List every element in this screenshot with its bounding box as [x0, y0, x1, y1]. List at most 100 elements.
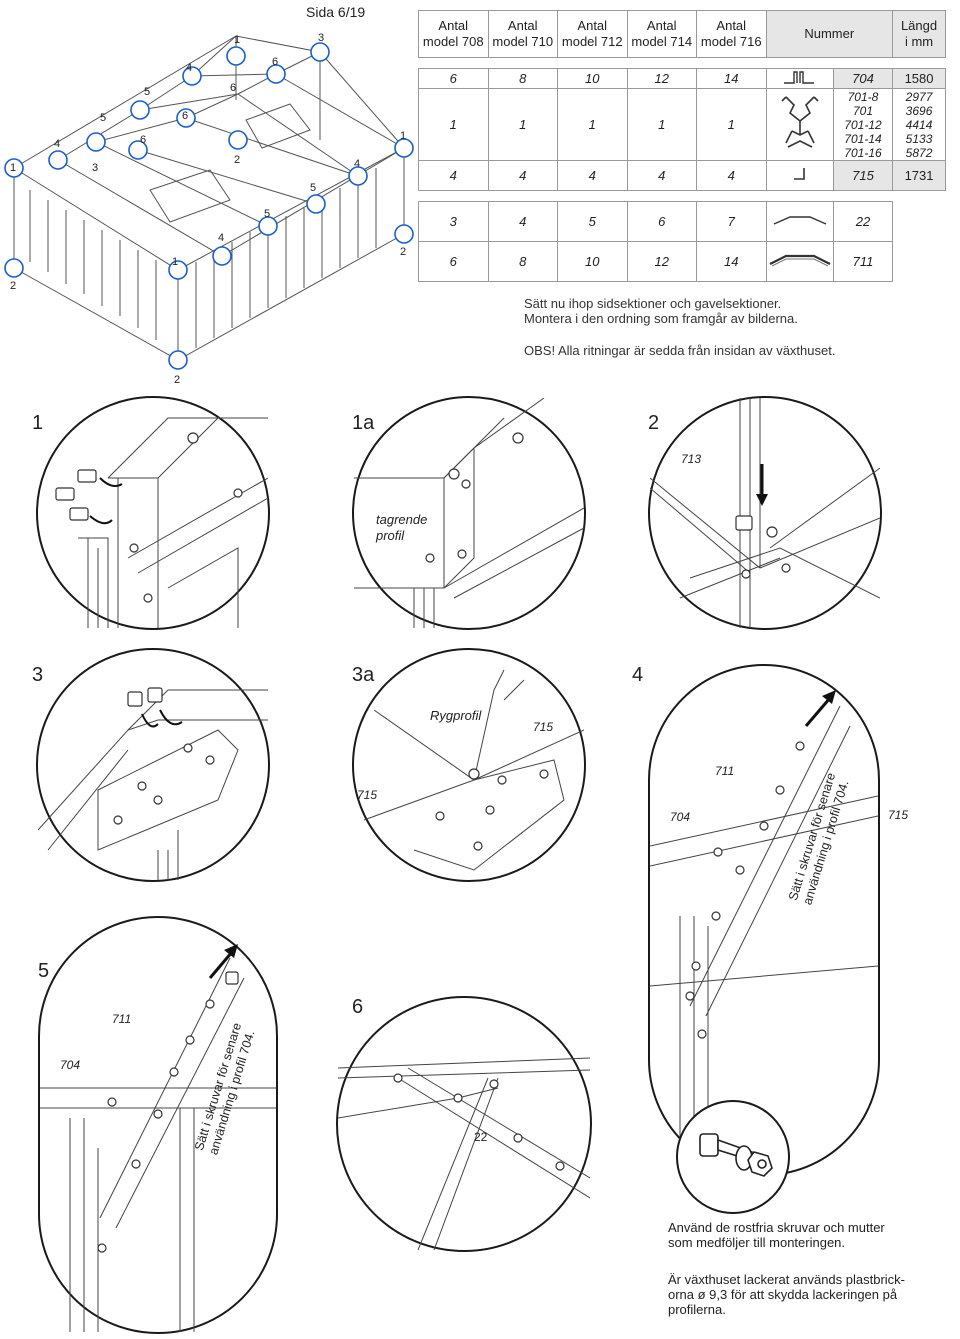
profile-711-icon [765, 241, 834, 282]
node-label: 1 [400, 130, 407, 142]
node-label: 4 [218, 232, 225, 244]
node-label: 5 [310, 182, 317, 194]
detail-drawing [337, 1057, 591, 1251]
label-715: 715 [533, 720, 554, 734]
count-cell: 7 [696, 201, 767, 242]
node-label: 1 [234, 34, 241, 46]
note-lacquer: Är växthuset lackerat används plastbrick… [668, 1272, 905, 1317]
node-label: 6 [272, 56, 279, 68]
detail-drawing [40, 944, 276, 1332]
label-22: 22 [474, 1130, 488, 1144]
detail-frame-5 [38, 916, 278, 1334]
detail-circle-6 [336, 996, 592, 1252]
node-label: 4 [354, 158, 361, 170]
node-label: 6 [230, 82, 237, 94]
node-label: 3 [92, 162, 99, 174]
profile-22-icon [765, 201, 834, 242]
node-label: 6 [182, 110, 189, 122]
label-rygprofil: Rygprofil [430, 708, 482, 723]
count-cell: 8 [487, 241, 558, 282]
header-model-712: Antal model 712 [557, 10, 628, 58]
node-label: 2 [174, 374, 181, 386]
node-label: 4 [186, 62, 193, 74]
step-number: 4 [632, 664, 644, 686]
part-number: 715 [832, 160, 894, 191]
count-cell: 4 [696, 160, 767, 191]
step-number: 1a [352, 412, 375, 434]
instruction-line-1: Sätt nu ihop sidsektioner och gavelsekti… [524, 296, 782, 311]
label-704: 704 [60, 1058, 81, 1072]
node-label: 2 [400, 246, 407, 258]
part-length: 3696 [905, 103, 933, 118]
instruction-line-2: Montera i den ordning som framgår av bil… [524, 311, 798, 326]
step-number: 6 [352, 996, 364, 1018]
detail-drawing [55, 417, 269, 628]
part-length: 5872 [905, 145, 933, 160]
table-row: 6 8 10 12 14 711 [418, 241, 946, 282]
detail-circle-3 [36, 648, 270, 882]
count-cell: 1 [557, 88, 628, 161]
count-cell: 1 [418, 88, 489, 161]
label-715: 715 [888, 808, 909, 822]
header-model-716: Antal model 716 [696, 10, 767, 58]
detail-drawing [354, 397, 585, 628]
part-number: 701-14 [844, 131, 882, 146]
bolt-nut-detail [676, 1100, 790, 1214]
count-cell: 10 [557, 68, 628, 89]
instruction-obs: OBS! Alla ritningar är sedda från insida… [524, 343, 836, 358]
detail-circle-1a [352, 396, 586, 630]
detail-drawing [649, 690, 879, 1174]
parts-table: Antal model 708 Antal model 710 Antal mo… [418, 10, 946, 282]
node-label: 2 [10, 280, 17, 292]
table-row: 1 1 1 1 1 701-8 701 701-12 701-14 701-16… [418, 88, 946, 161]
node-label: 1 [172, 256, 179, 268]
header-length: Längd i mm [892, 10, 946, 58]
detail-drawing [649, 398, 881, 628]
header-model-708: Antal model 708 [418, 10, 489, 58]
node-label: 5 [144, 86, 151, 98]
step-number: 1 [32, 412, 44, 434]
profile-715-icon [765, 160, 834, 191]
count-cell: 14 [696, 241, 767, 282]
table-row: 4 4 4 4 4 715 1731 [418, 160, 946, 191]
count-cell: 14 [696, 68, 767, 89]
step-number: 3 [32, 664, 44, 686]
label-715: 715 [357, 788, 378, 802]
step-number: 3a [352, 664, 375, 686]
part-number: 701-12 [844, 117, 882, 132]
node-label: 6 [140, 134, 147, 146]
count-cell: 1 [487, 88, 558, 161]
bolt-nut-icon [699, 1133, 773, 1177]
header-model-710: Antal model 710 [487, 10, 558, 58]
count-cell: 4 [418, 160, 489, 191]
part-length: 2977 [905, 89, 933, 104]
label-711: 711 [715, 764, 735, 778]
part-number: 701-16 [844, 145, 882, 160]
count-cell: 12 [626, 241, 697, 282]
node-label: 5 [100, 112, 107, 124]
step-number: 2 [648, 412, 660, 434]
node-label: 2 [234, 154, 241, 166]
detail-drawing [363, 669, 585, 871]
count-cell: 6 [418, 241, 489, 282]
part-number: 701-8 [847, 89, 879, 104]
header-nummer: Nummer [765, 10, 894, 58]
node-label: 1 [10, 162, 17, 174]
detail-drawing [37, 687, 268, 880]
label-711: 711 [112, 1012, 132, 1026]
part-number: 22 [832, 201, 894, 242]
count-cell: 4 [557, 160, 628, 191]
label-704: 704 [670, 810, 691, 824]
count-cell: 1 [696, 88, 767, 161]
part-length: 1731 [892, 160, 946, 191]
part-length-list: 2977 3696 4414 5133 5872 [892, 88, 946, 161]
page-number: Sida 6/19 [306, 4, 366, 20]
node-label: 5 [264, 208, 271, 220]
node-label: 3 [318, 32, 325, 44]
instructions: Sätt nu ihop sidsektioner och gavelsekti… [524, 296, 835, 358]
detail-circle-2 [648, 396, 882, 630]
count-cell: 4 [487, 201, 558, 242]
part-number: 701 [852, 103, 873, 118]
count-cell: 4 [626, 160, 697, 191]
